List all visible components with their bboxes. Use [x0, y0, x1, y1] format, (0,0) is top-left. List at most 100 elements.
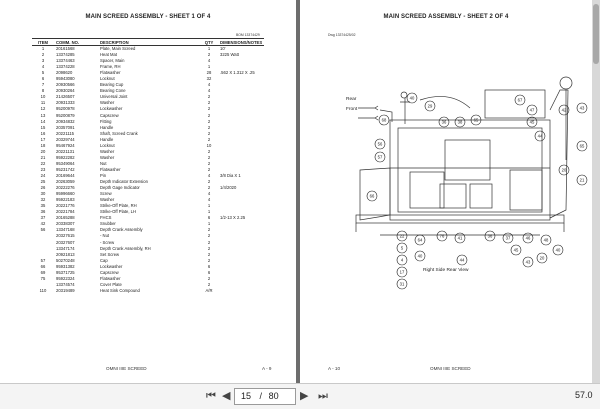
cell-comm-no: 20930264 [56, 88, 75, 94]
scrollbar-thumb[interactable] [593, 4, 599, 64]
cell-qty: 1 [207, 203, 211, 209]
cell-qty: 2 [207, 130, 211, 136]
cell-dimensions: 1/2-13 X 2.25 [220, 215, 246, 221]
cell-item: 56 [40, 227, 46, 233]
cell-qty: 4 [207, 172, 211, 178]
cell-description: - Screw [100, 239, 115, 245]
cell-description: Washer [100, 154, 115, 160]
cell-comm-no: 20222276 [56, 185, 75, 191]
callout-label: 47 [530, 108, 535, 113]
document-page-right: MAIN SCREED ASSEMBLY - SHEET 2 OF 4 Dwg … [300, 0, 592, 383]
callout-label: 57 [378, 155, 383, 160]
cell-item: 15 [40, 124, 46, 130]
cell-qty: 2 [207, 245, 211, 251]
callout-label: 38 [458, 120, 463, 125]
cell-comm-no: 13347174 [56, 245, 75, 251]
parts-table: ITEM COMM. NO. DESCRIPTION QTY DIMENSION… [32, 38, 265, 294]
cell-qty: 2 [207, 179, 211, 185]
cell-comm-no: 13374285 [56, 52, 75, 58]
page-footer-number: A - 9 [262, 366, 272, 371]
callout-label: 36 [442, 120, 447, 125]
cell-description: Depth Gage Indicator [100, 185, 140, 191]
page-number-field[interactable]: 15 / 80 [234, 388, 296, 405]
cell-item: 110 [39, 287, 47, 293]
callout-label: 46 [526, 236, 531, 241]
cell-item: 5 [41, 70, 45, 76]
cell-description: FHCS [100, 215, 112, 221]
cell-comm-no: 20263059 [56, 179, 75, 185]
cell-comm-no: 13374228 [56, 64, 75, 70]
cell-qty: 2 [207, 112, 211, 118]
cell-description: Lockwasher [100, 263, 123, 269]
cell-comm-no: 95922183 [56, 197, 75, 203]
cell-description: Cap [100, 257, 108, 263]
cell-comm-no: 95922324 [56, 275, 75, 281]
cell-item: 66 [40, 263, 46, 269]
last-page-icon[interactable]: ⏭ [318, 390, 328, 402]
column-header-comm-no: COMM. NO. [54, 38, 98, 46]
cell-dimensions: 10' [220, 46, 226, 51]
cell-description: Heat Sink Compound [100, 287, 140, 293]
cell-item: 25 [40, 179, 46, 185]
callout-label: 31 [400, 282, 405, 287]
cell-item: 7 [41, 82, 45, 88]
cell-item: 3 [41, 58, 45, 64]
current-page[interactable]: 15 [241, 391, 252, 401]
callout-label: 37 [506, 236, 511, 241]
cell-item: 22 [40, 160, 46, 166]
cell-description: Bearing Cone [100, 88, 126, 94]
cell-comm-no: 2098620 [56, 70, 73, 76]
callout-label: 64 [418, 238, 423, 243]
callout-label: 56 [378, 142, 383, 147]
cell-qty: 1 [207, 46, 211, 51]
cell-description: Capscrew [100, 112, 119, 118]
cell-comm-no: 20161568 [56, 46, 75, 51]
page-title: MAIN SCREED ASSEMBLY - SHEET 1 OF 4 [85, 14, 211, 20]
callout-label: 76 [440, 234, 445, 239]
cell-item: 6 [41, 76, 45, 82]
previous-page-icon[interactable]: ◀ [222, 390, 231, 402]
callout-label: 65 [580, 144, 585, 149]
callout-label: 17 [400, 270, 405, 275]
callout-label: 21 [580, 178, 585, 183]
callout-label: 29 [428, 104, 433, 109]
vertical-scrollbar[interactable] [592, 0, 600, 383]
callout-label: 20 [562, 168, 567, 173]
next-page-icon[interactable]: ▶ [300, 390, 309, 402]
callout-label: 5 [401, 246, 404, 251]
cell-item: 42 [40, 221, 46, 227]
bom-reference: BOM 13374429 [236, 33, 260, 37]
cell-comm-no: 20221115 [56, 130, 75, 136]
page-separator: / [259, 391, 263, 401]
cell-description: Strike-Off Plate, LH [100, 209, 136, 215]
cell-item: 13 [40, 112, 46, 118]
zoom-level[interactable]: 57.0 [575, 390, 593, 400]
callout-label: 45 [530, 120, 535, 125]
cell-description: Heat Mat [100, 52, 117, 58]
cell-qty: 1 [207, 64, 211, 70]
cell-item: 21 [40, 154, 46, 160]
first-page-icon[interactable]: ⏮ [206, 390, 216, 402]
cell-qty: 2 [207, 160, 211, 166]
cell-description: Strike-Off Plate, RH [100, 203, 137, 209]
callout-label: 67 [518, 98, 523, 103]
cell-comm-no: 20357091 [56, 124, 75, 130]
page-title-right: MAIN SCREED ASSEMBLY - SHEET 2 OF 4 [383, 14, 509, 20]
cell-qty: 2 [207, 136, 211, 142]
callout-label: 66 [370, 194, 375, 199]
cell-description: Washer [100, 100, 115, 106]
cell-comm-no: 95996660 [56, 191, 75, 197]
